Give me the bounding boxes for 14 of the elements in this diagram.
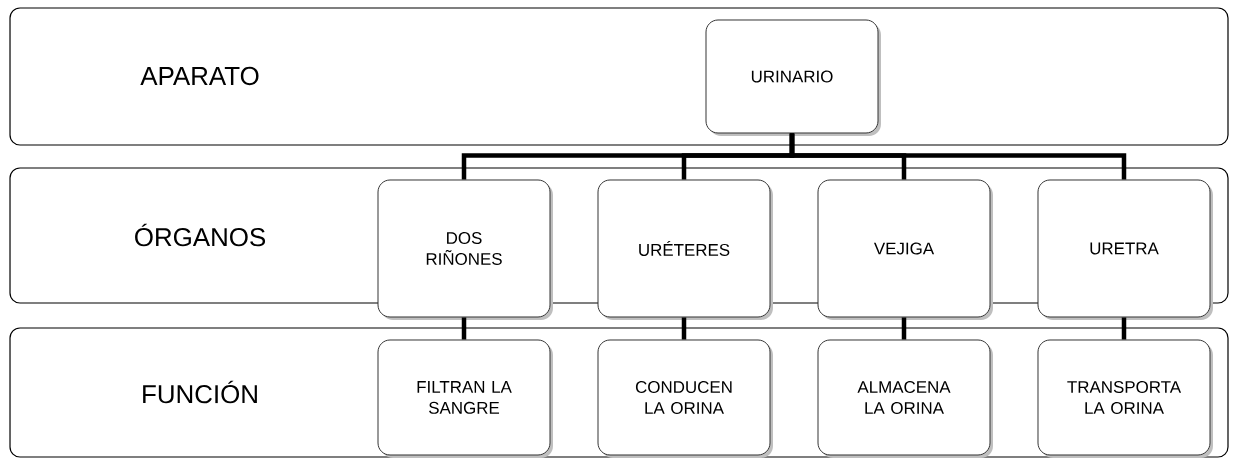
rounded-box: ALMACENA LA ORINA (817, 339, 993, 458)
connector-line (901, 317, 907, 340)
rounded-box: URETRA (1037, 179, 1213, 320)
connector-line (789, 133, 1127, 180)
connector-line (681, 317, 687, 340)
rounded-box: TRANSPORTA LA ORINA (1037, 339, 1213, 458)
connector-line (461, 317, 467, 340)
rounded-box: VEJIGA (817, 179, 993, 320)
rounded-box: URINARIO (705, 19, 881, 136)
connector-line (1121, 317, 1127, 340)
rounded-box: URÉTERES (597, 179, 773, 320)
rounded-box: FILTRAN LA SANGRE (377, 339, 553, 458)
rounded-box: DOS RIÑONES (377, 179, 553, 320)
rounded-box: CONDUCEN LA ORINA (597, 339, 773, 458)
